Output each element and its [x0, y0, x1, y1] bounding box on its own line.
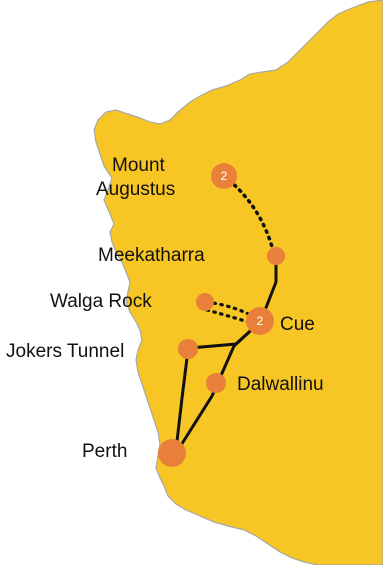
marker-mount-augustus[interactable] — [211, 163, 237, 189]
route-cue-perth — [176, 320, 262, 452]
western-australia-landmass — [93, 0, 383, 565]
label-jokers-tunnel: Jokers Tunnel — [6, 341, 125, 362]
label-cue: Cue — [280, 314, 315, 335]
marker-dalwallinu[interactable] — [206, 373, 226, 393]
marker-meekatharra[interactable] — [267, 247, 285, 265]
marker-walga-rock[interactable] — [196, 293, 214, 311]
label-mount-augustus-line1: Mount — [112, 155, 165, 176]
marker-jokers-tunnel[interactable] — [178, 339, 198, 359]
label-dalwallinu: Dalwallinu — [237, 374, 324, 395]
marker-cue[interactable] — [246, 307, 274, 335]
label-meekatharra: Meekatharra — [98, 245, 205, 266]
route-jokers-tunnel-perth — [174, 348, 190, 452]
markers — [158, 163, 285, 467]
label-mount-augustus-line2: Augustus — [96, 179, 176, 200]
marker-perth[interactable] — [158, 439, 186, 467]
badge-cue: 2 — [256, 314, 264, 328]
label-walga-rock: Walga Rock — [50, 291, 152, 312]
badge-mount-augustus: 2 — [220, 169, 228, 183]
label-perth: Perth — [82, 441, 128, 462]
